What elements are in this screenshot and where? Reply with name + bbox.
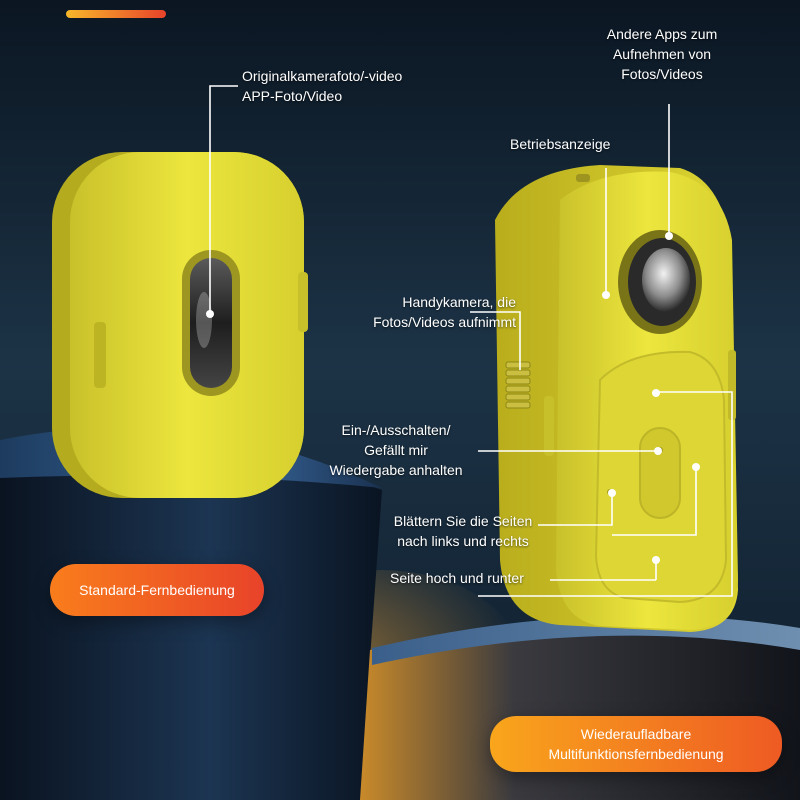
camera-lens: [618, 230, 702, 334]
label-power-line2: Gefällt mir: [364, 442, 428, 458]
callout-dots: [206, 232, 700, 564]
label-page-turn-line1: Blättern Sie die Seiten: [393, 513, 533, 529]
label-page-turn-line2: nach links und rechts: [397, 533, 529, 549]
label-phone-camera: Handykamera, die Fotos/Videos aufnimmt: [300, 292, 516, 332]
right-pedestal: [360, 615, 800, 800]
multifunction-remote: [495, 165, 738, 632]
label-original-camera: Originalkamerafoto/-video APP-Foto/Video: [242, 66, 402, 106]
label-original-camera-line2: APP-Foto/Video: [242, 88, 343, 104]
standard-remote: [52, 152, 308, 498]
label-original-camera-line1: Originalkamerafoto/-video: [242, 68, 403, 84]
power-button: [639, 427, 681, 519]
label-phone-camera-line1: Handykamera, die: [402, 294, 516, 310]
label-other-apps-line3: Fotos/Videos: [621, 66, 703, 82]
label-other-apps-line1: Andere Apps zum: [606, 26, 718, 42]
label-status-indicator: Betriebsanzeige: [510, 136, 611, 152]
badge-standard-remote: Standard-Fernbedienung: [50, 564, 264, 616]
label-page-scroll: Seite hoch und runter: [390, 570, 524, 586]
badge-multifunction-remote: Wiederaufladbare Multifunktionsfernbedie…: [490, 716, 782, 772]
label-power-line1: Ein-/Ausschalten/: [341, 422, 451, 438]
side-button-ridges: [505, 361, 531, 409]
label-other-apps-line2: Aufnehmen von: [612, 46, 712, 62]
label-other-apps: Andere Apps zum Aufnehmen von Fotos/Vide…: [607, 24, 718, 84]
badge-multi-line1: Wiederaufladbare: [580, 726, 692, 742]
badge-standard-text: Standard-Fernbedienung: [79, 582, 235, 598]
label-power-line3: Wiedergabe anhalten: [329, 462, 463, 478]
label-power: Ein-/Ausschalten/ Gefällt mir Wiedergabe…: [329, 420, 462, 480]
label-phone-camera-line2: Fotos/Videos aufnimmt: [373, 314, 516, 330]
top-accent-bar: [66, 10, 166, 18]
badge-multi-line2: Multifunktionsfernbedienung: [548, 746, 724, 762]
label-page-turn: Blättern Sie die Seiten nach links und r…: [394, 511, 533, 551]
